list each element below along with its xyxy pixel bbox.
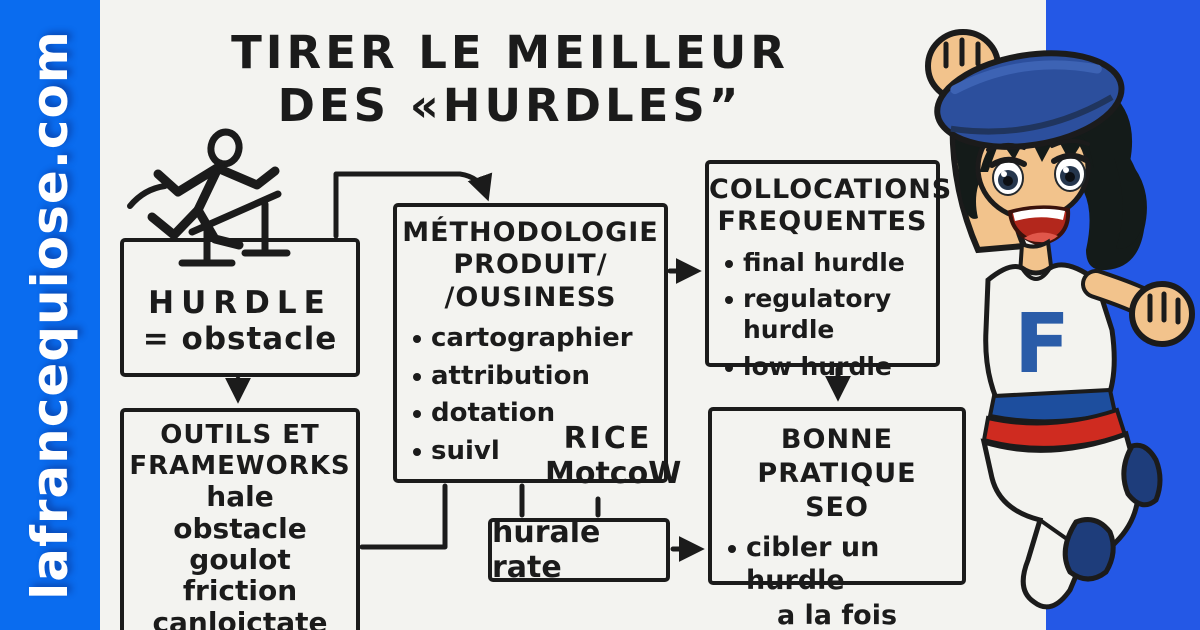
outils-item: obstacle — [173, 511, 307, 545]
bullet-dot-icon — [413, 335, 421, 344]
hurdle-translation: = obstacle — [142, 321, 338, 357]
bonne-bullet-list: cibler un hurdle — [712, 532, 962, 597]
right-blue-panel — [1046, 0, 1200, 630]
methodo-bullet-list: cartographier attribution dotation suivl — [397, 322, 664, 467]
methodo-item: suivl — [431, 435, 500, 466]
hurale-rate-box: hurale rate — [488, 515, 670, 585]
line-outils-to-methodo — [359, 483, 448, 550]
rice-moscow-note: RICE MotcoW — [545, 421, 682, 491]
outils-item: goulot — [189, 543, 291, 577]
hurdle-definition-box: HURDLE = obstacle — [120, 238, 360, 377]
list-item: cartographier — [413, 322, 664, 355]
methodo-item: cartographier — [431, 323, 633, 354]
colloc-bullet-list: final hurdle regulatory hurdle low hurdl… — [709, 247, 936, 382]
methodologie-box: MÉTHODOLOGIE PRODUIT/ /OUSINESS cartogra… — [393, 203, 668, 483]
hurdle-word: HURDLE — [148, 285, 332, 321]
outils-title-line-2: FRAMEWORKS — [129, 450, 351, 481]
methodo-title-line-1: MÉTHODOLOGIE — [402, 217, 659, 248]
page-title: TIRER LE MEILLEUR DES «HURDLES” — [190, 26, 830, 132]
methodo-item: attribution — [431, 360, 590, 391]
list-item: low hurdle — [725, 351, 936, 382]
note-line-1: RICE — [563, 421, 653, 456]
methodo-title-line-2: PRODUIT/ — [453, 249, 608, 281]
outils-item: friction — [182, 574, 298, 608]
bonne-title-line-2: SEO — [805, 491, 869, 523]
title-line-2: DES «HURDLES” — [277, 79, 743, 133]
outils-title-line-1: OUTILS ET — [160, 420, 320, 450]
watermark-strip: lafrancequiose.com — [0, 0, 100, 630]
bullet-dot-icon — [413, 372, 421, 381]
colloc-item: low hurdle — [743, 351, 892, 381]
bullet-dot-icon — [413, 410, 421, 419]
bonne-pratique-box: BONNE PRATIQUE SEO cibler un hurdle a la… — [708, 407, 966, 630]
methodo-title-line-3: /OUSINESS — [444, 281, 617, 313]
colloc-title-line-2: FREQUENTES — [717, 206, 928, 238]
colloc-title-line-1: COLLOCATIONS — [709, 174, 953, 205]
runner-figure — [147, 128, 280, 250]
list-item: regulatory hurdle — [725, 283, 936, 346]
colloc-item: regulatory hurdle — [743, 284, 892, 345]
mascot-raised-arm — [925, 29, 1029, 254]
list-item: final hurdle — [725, 247, 936, 278]
colloc-item: final hurdle — [743, 247, 905, 277]
bonne-item-line-2: a la fois — [776, 600, 898, 630]
note-line-2: MotcoW — [545, 456, 682, 491]
outils-item: canloictate — [152, 605, 328, 630]
list-item: suivl — [413, 435, 664, 468]
methodo-item: dotation — [431, 398, 556, 429]
hurale-rate-label: hurale rate — [492, 515, 601, 585]
bullet-dot-icon — [728, 545, 736, 554]
bullet-dot-icon — [725, 259, 733, 268]
bonne-item-line-1: cibler un hurdle — [746, 532, 880, 596]
list-item: dotation — [413, 397, 664, 430]
outils-item: hale — [206, 480, 274, 514]
outils-frameworks-box: OUTILS ET FRAMEWORKS hale obstacle goulo… — [120, 408, 360, 630]
site-watermark: lafrancequiose.com — [21, 30, 79, 600]
bullet-dot-icon — [725, 296, 733, 305]
bullet-dot-icon — [413, 447, 421, 456]
speed-swoosh — [127, 183, 168, 209]
bonne-title-line-1: BONNE PRATIQUE — [757, 424, 917, 489]
list-item: cibler un hurdle — [728, 532, 962, 597]
collocations-box: COLLOCATIONS FREQUENTES final hurdle reg… — [705, 160, 953, 381]
title-line-1: TIRER LE MEILLEUR — [231, 26, 789, 79]
bullet-dot-icon — [725, 363, 733, 372]
list-item: attribution — [413, 360, 664, 393]
